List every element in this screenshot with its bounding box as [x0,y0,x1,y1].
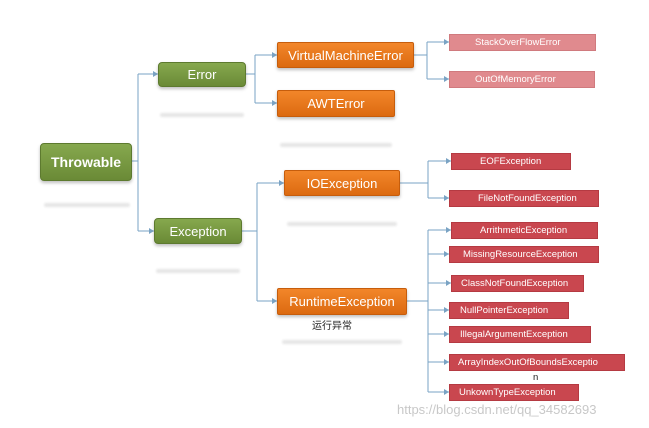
shadow-exception [156,269,240,273]
node-null-pointer-exception: NullPointerException [449,302,569,319]
node-io-exception: IOException [284,170,400,196]
arrowheads [149,39,451,395]
connector-io [400,160,451,199]
shadow-awt-error [280,143,392,147]
watermark: https://blog.csdn.net/qq_34582693 [397,402,597,417]
node-out-of-memory-error: OutOfMemoryError [449,71,595,88]
runtime-exception-note: 运行异常 [312,321,352,332]
shadow-io-exception [287,222,397,226]
node-runtime-exception: RuntimeException [277,288,407,315]
connector-exception [242,182,284,302]
node-eof-exception: EOFException [451,153,571,170]
node-throwable: Throwable [40,143,132,181]
node-awt-error: AWTError [277,90,395,117]
node-error: Error [158,62,246,87]
shadow-throwable [44,203,130,207]
node-class-not-found-exception: ClassNotFoundException [451,275,584,292]
node-virtual-machine-error: VirtualMachineError [277,42,414,68]
node-stack-overflow-error: StackOverFlowError [449,34,596,51]
connector-error [246,54,277,104]
connector-runtime [407,229,451,393]
node-unkown-type-exception: UnkownTypeException [449,384,579,401]
connector-vme [414,41,449,80]
node-array-index-out-of-bounds-exception: ArrayIndexOutOfBoundsExceptio [449,354,625,371]
node-missing-resource-exception: MissingResourceException [449,246,599,263]
shadow-error [160,113,244,117]
node-illegal-argument-exception: IllegalArgumentException [449,326,591,343]
node-file-not-found-exception: FileNotFoundException [449,190,599,207]
array-index-wrapped-text: n [533,372,539,383]
shadow-runtime-exception [282,340,402,344]
node-exception: Exception [154,218,242,244]
connector-throwable [132,73,158,232]
node-arrithmetic-exception: ArrithmeticException [451,222,598,239]
